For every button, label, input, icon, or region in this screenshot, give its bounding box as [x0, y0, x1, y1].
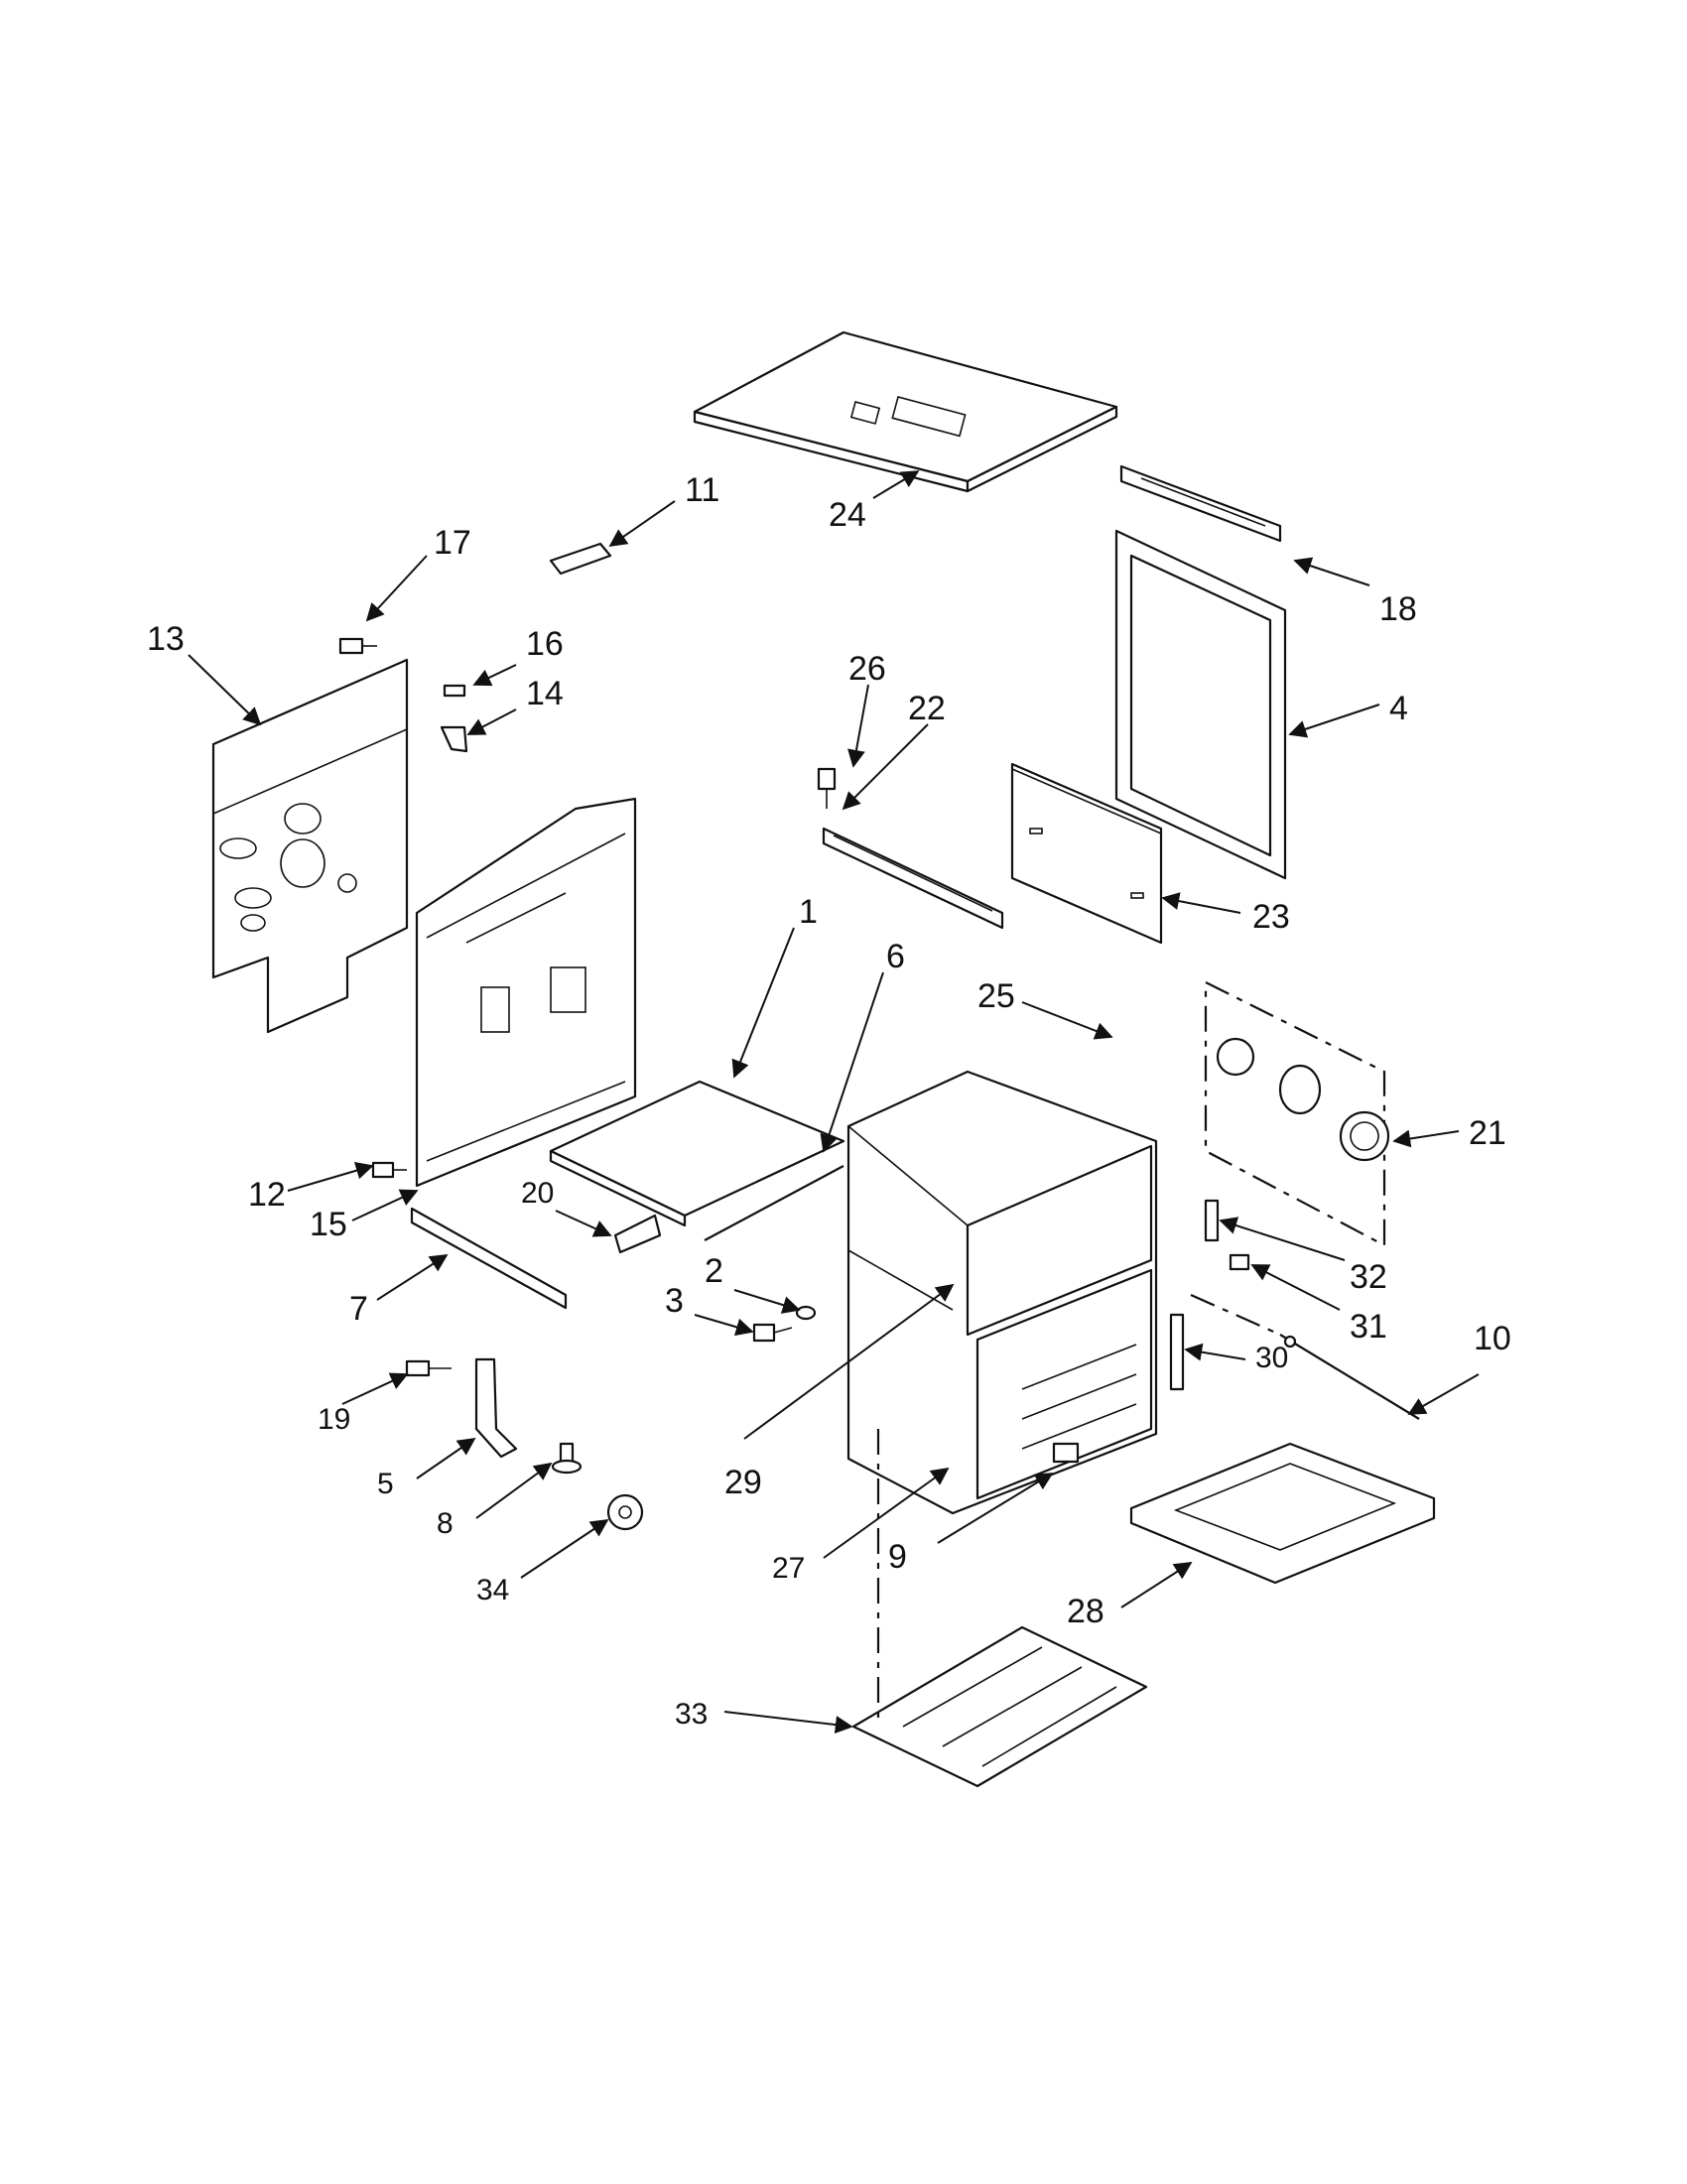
callout-5: 5	[377, 1468, 394, 1500]
part-17-screw	[338, 637, 377, 655]
part-14-clip	[440, 725, 468, 753]
callout-25: 25	[977, 977, 1015, 1015]
callout-24: 24	[829, 496, 866, 534]
callout-11: 11	[685, 471, 719, 509]
callout-1: 1	[799, 893, 818, 931]
callout-30: 30	[1255, 1342, 1288, 1374]
part-18-vent-trim	[1119, 464, 1282, 543]
part-21-light-assembly	[1204, 980, 1390, 1247]
callout-20: 20	[521, 1177, 554, 1210]
part-6-rod	[704, 1165, 844, 1241]
callout-10: 10	[1474, 1320, 1511, 1357]
part-31-screw	[1229, 1253, 1250, 1271]
callout-6: 6	[886, 938, 905, 975]
callout-9: 9	[888, 1538, 907, 1576]
part-7-rail	[410, 1207, 568, 1310]
part-33-bottom-pan	[851, 1625, 1148, 1788]
part-22-bracket	[822, 827, 1004, 930]
callout-32: 32	[1350, 1258, 1387, 1296]
callout-7: 7	[349, 1290, 368, 1328]
callout-15: 15	[310, 1206, 347, 1243]
callout-16: 16	[526, 625, 564, 663]
callout-18: 18	[1379, 590, 1417, 628]
part-16-clip	[443, 684, 466, 698]
part-30-sensor	[1169, 1313, 1185, 1391]
callout-3: 3	[665, 1282, 684, 1320]
callout-31: 31	[1350, 1308, 1387, 1346]
callout-33: 33	[675, 1698, 708, 1731]
callout-26: 26	[848, 650, 886, 688]
part-5-bracket	[474, 1357, 518, 1459]
part-19-screw	[405, 1359, 452, 1377]
callout-12: 12	[248, 1176, 286, 1214]
part-2-spacer	[795, 1305, 817, 1321]
callout-13: 13	[147, 620, 185, 658]
part-15-side-panel	[415, 797, 637, 1188]
part-25-oven-cavity	[846, 1070, 1158, 1515]
callout-28: 28	[1067, 1593, 1104, 1630]
part-20-clip	[613, 1214, 662, 1254]
part-34-washer	[606, 1493, 644, 1531]
part-10-wire	[1279, 1334, 1420, 1420]
part-28-drawer	[1129, 1442, 1436, 1585]
part-11-clip	[549, 542, 612, 576]
part-3-screw	[752, 1323, 793, 1343]
callout-34: 34	[476, 1574, 509, 1606]
leader-lines	[188, 470, 1480, 1734]
callout-8: 8	[437, 1507, 454, 1540]
callout-29: 29	[724, 1464, 762, 1501]
part-32-bracket	[1204, 1199, 1220, 1242]
callout-14: 14	[526, 675, 564, 712]
part-24-top-cover	[693, 330, 1118, 493]
callout-2: 2	[705, 1252, 723, 1290]
callout-21: 21	[1469, 1114, 1506, 1152]
part-13-rear-panel	[211, 658, 409, 1034]
callout-17: 17	[434, 524, 471, 562]
callout-19: 19	[318, 1403, 350, 1436]
part-8-leveling-foot	[551, 1442, 583, 1475]
part-1-tray	[549, 1080, 845, 1227]
part-12-screw	[371, 1161, 407, 1179]
part-9-knob	[1052, 1442, 1080, 1464]
part-26-screw	[817, 767, 837, 809]
callout-labels: 11 24 18 4 17 13 16 14 26 22 23 1 6 25 2…	[147, 471, 1511, 1731]
callout-27: 27	[772, 1552, 805, 1585]
part-4-frame	[1114, 529, 1287, 880]
callout-4: 4	[1389, 690, 1408, 727]
callout-22: 22	[908, 690, 946, 727]
callout-23: 23	[1252, 898, 1290, 936]
part-23-panel	[1010, 762, 1163, 945]
